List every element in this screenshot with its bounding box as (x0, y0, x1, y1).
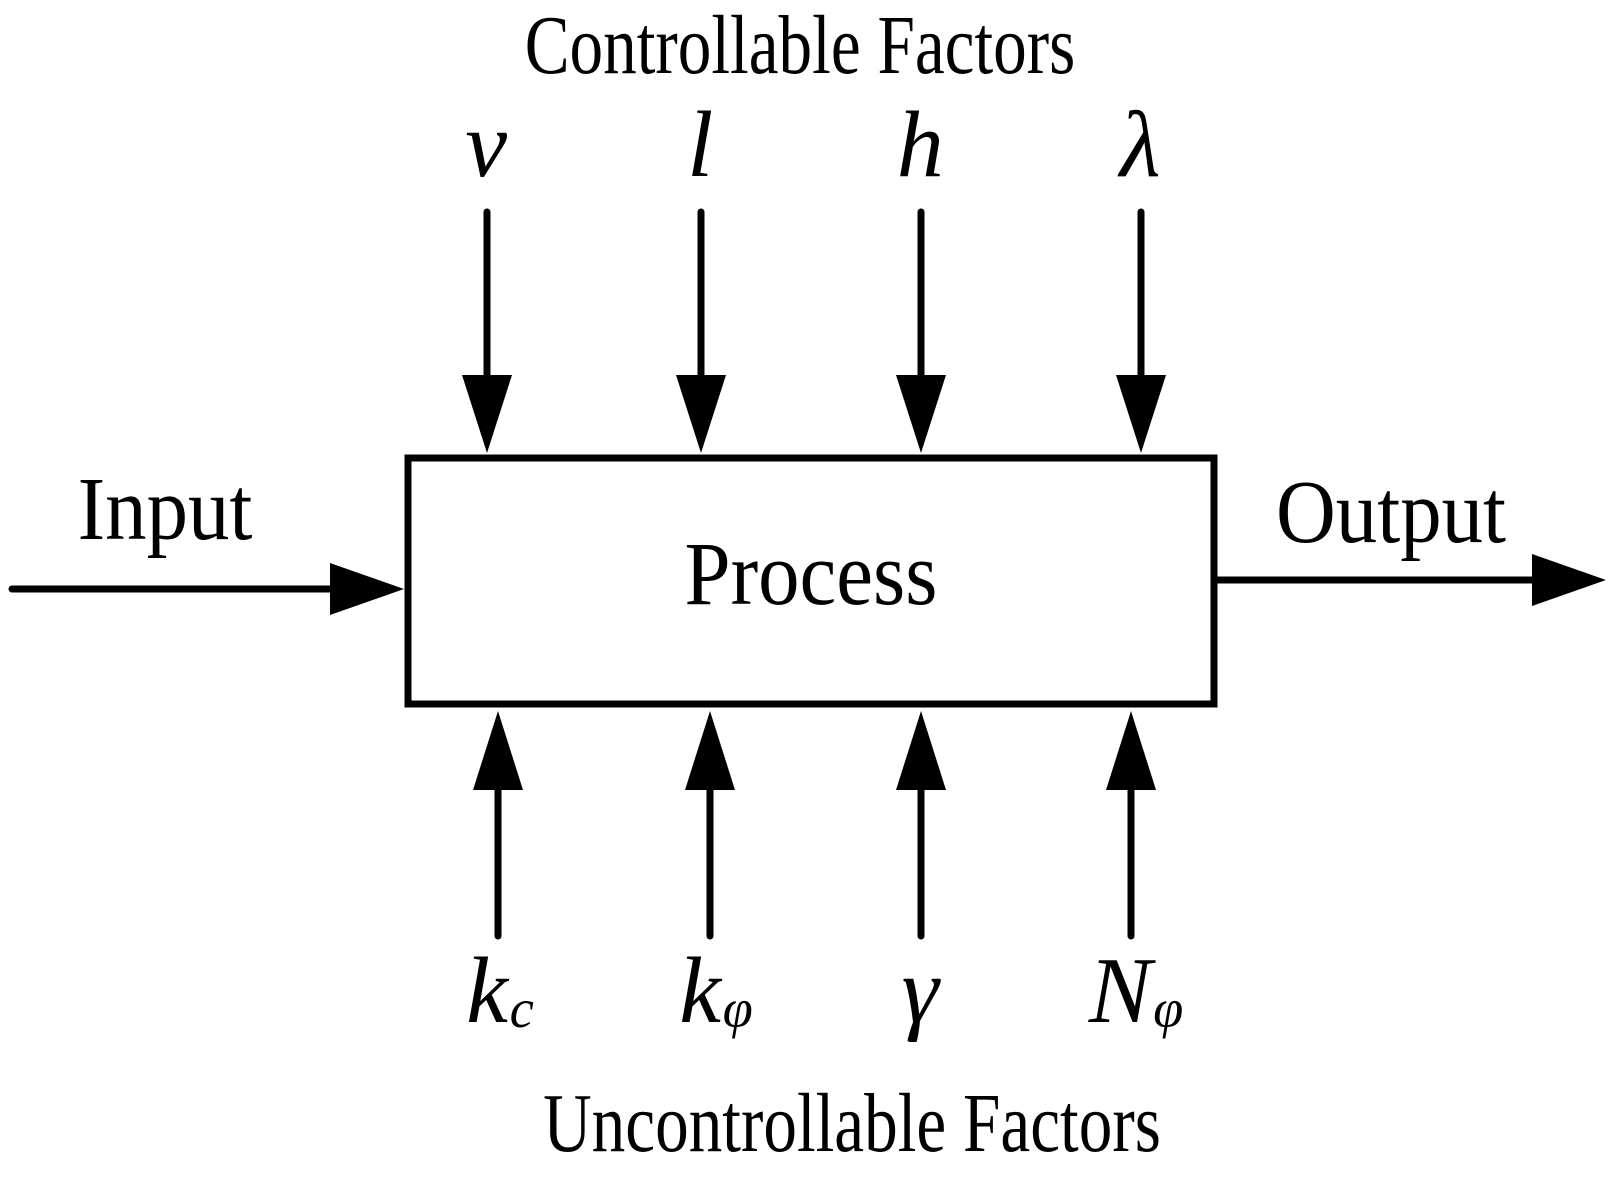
factor-label-nphi-sub: φ (1153, 978, 1184, 1040)
factor-label-gamma-base: γ (901, 939, 939, 1043)
controllable-arrow-lambda (1116, 208, 1166, 453)
factor-label-kc-base: k (466, 939, 508, 1043)
controllable-arrow-h (896, 208, 946, 453)
controllable-arrow-l-head-icon (676, 375, 726, 453)
output-arrow (1214, 554, 1606, 606)
factor-label-l: l (687, 96, 715, 195)
controllable-arrow-h-head-icon (896, 375, 946, 453)
uncontrollable-arrow-gamma-head-icon (896, 711, 946, 790)
controllable-arrow-lambda-head-icon (1116, 375, 1166, 453)
process-box (404, 454, 1218, 708)
factor-label-v-base: v (465, 93, 508, 197)
input-label-text: Input (77, 460, 253, 559)
uncontrollable-arrow-nphi (1106, 711, 1156, 940)
input-label: Input (70, 460, 260, 559)
factor-label-lambda: λ (1120, 96, 1162, 195)
process-label: Process (674, 525, 949, 624)
factor-label-lambda-base: λ (1119, 93, 1161, 197)
factor-label-kphi: kφ (679, 942, 753, 1041)
output-arrowhead-icon (1532, 554, 1606, 606)
process-label-text: Process (684, 525, 938, 624)
factor-label-h-base: h (896, 93, 944, 197)
input-arrow (8, 563, 404, 615)
controllable-arrow-v (462, 208, 512, 453)
factor-label-v: v (465, 96, 508, 195)
uncontrollable-factors-title-text: Uncontrollable Factors (543, 1077, 1161, 1170)
factor-label-kphi-base: k (679, 939, 721, 1043)
output-label: Output (1266, 463, 1516, 562)
uncontrollable-arrow-kc (473, 711, 523, 940)
controllable-arrow-v-head-icon (462, 375, 512, 453)
controllable-arrow-l (676, 208, 726, 453)
uncontrollable-arrow-nphi-head-icon (1106, 711, 1156, 790)
uncontrollable-arrow-kphi-head-icon (685, 711, 735, 790)
controllable-factors-title: Controllable Factors (456, 0, 1144, 92)
factor-label-nphi: Nφ (1089, 942, 1184, 1041)
uncontrollable-arrow-gamma (896, 711, 946, 940)
factor-label-l-base: l (687, 93, 714, 197)
uncontrollable-arrow-kc-head-icon (473, 711, 523, 790)
uncontrollable-factors-title: Uncontrollable Factors (466, 1077, 1238, 1170)
factor-label-kc: kc (466, 942, 534, 1041)
controllable-factors-title-text: Controllable Factors (524, 0, 1076, 92)
uncontrollable-arrow-kphi (685, 711, 735, 940)
factor-label-nphi-base: N (1088, 939, 1152, 1043)
factor-label-h: h (897, 96, 946, 195)
output-label-text: Output (1275, 463, 1507, 562)
factor-label-kc-sub: c (509, 978, 534, 1040)
factor-label-kphi-sub: φ (722, 978, 753, 1040)
factor-label-gamma: γ (902, 942, 941, 1041)
input-arrowhead-icon (330, 563, 404, 615)
